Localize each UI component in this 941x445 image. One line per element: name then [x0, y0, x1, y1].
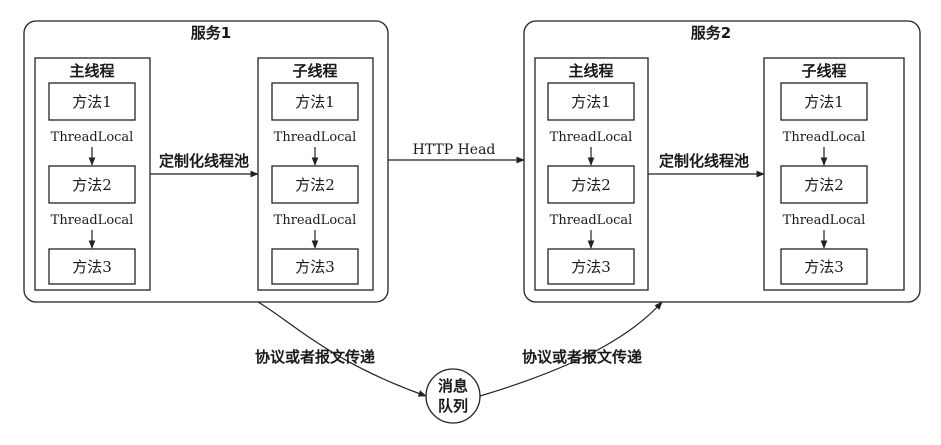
- service1-child-method1: [271, 82, 359, 121]
- service1-child-title: 子线程: [292, 62, 337, 80]
- message-queue-line2: 队列: [438, 397, 468, 415]
- service2-main-method1: [547, 82, 635, 121]
- service1-child-method3: [271, 248, 359, 285]
- service2-main-method2-label: 方法2: [571, 176, 611, 194]
- service1-pool-label: 定制化线程池: [159, 152, 249, 170]
- service2-main-link2-label: ThreadLocal: [550, 213, 633, 228]
- service1-child-link1-label: ThreadLocal: [274, 130, 357, 145]
- queue-in-label: 协议或者报文传递: [255, 348, 375, 366]
- http-head-label: HTTP Head: [413, 142, 496, 158]
- service1-main-link1-label: ThreadLocal: [51, 130, 134, 145]
- service2-child-link2-label: ThreadLocal: [783, 213, 866, 228]
- queue-in-arrow: [257, 301, 427, 397]
- service2-pool-label: 定制化线程池: [659, 152, 749, 170]
- service1-main-method3-label: 方法3: [72, 258, 112, 276]
- service2-main-method2: [547, 165, 635, 204]
- service2-main-link1-label: ThreadLocal: [550, 130, 633, 145]
- service1-child-method2-label: 方法2: [295, 176, 335, 194]
- service2-child-method1: [780, 82, 868, 121]
- service2-child-title: 子线程: [801, 62, 846, 80]
- service2-main-method1-label: 方法1: [571, 93, 611, 111]
- service2-child-method2: [780, 165, 868, 204]
- queue-out-label: 协议或者报文传递: [522, 348, 642, 366]
- service1-child-method3-label: 方法3: [295, 258, 335, 276]
- service2-child-method3-label: 方法3: [804, 258, 844, 276]
- service1-main-method1-label: 方法1: [72, 93, 112, 111]
- service2-child-link1-label: ThreadLocal: [783, 130, 866, 145]
- service1-main-method2: [48, 165, 136, 204]
- service2-main-title: 主线程: [568, 62, 613, 80]
- service1-main-link2-label: ThreadLocal: [51, 213, 134, 228]
- service2-title: 服务2: [691, 24, 731, 42]
- service1-main-method1: [48, 82, 136, 121]
- service1-child-method2: [271, 165, 359, 204]
- service1-title: 服务1: [191, 24, 231, 42]
- service2-child-method2-label: 方法2: [804, 176, 844, 194]
- service1-child-method1-label: 方法1: [295, 93, 335, 111]
- service1-child-link2-label: ThreadLocal: [274, 213, 357, 228]
- service2-main-method3-label: 方法3: [571, 258, 611, 276]
- service2-child-method3: [780, 248, 868, 285]
- service2-child-method1-label: 方法1: [804, 93, 844, 111]
- message-queue-node: [425, 368, 481, 424]
- service2-main-method3: [547, 248, 635, 285]
- message-queue-line1: 消息: [438, 377, 468, 395]
- service1-main-title: 主线程: [69, 62, 114, 80]
- queue-out-arrow: [479, 301, 663, 397]
- service1-main-method2-label: 方法2: [72, 176, 112, 194]
- service1-main-method3: [48, 248, 136, 285]
